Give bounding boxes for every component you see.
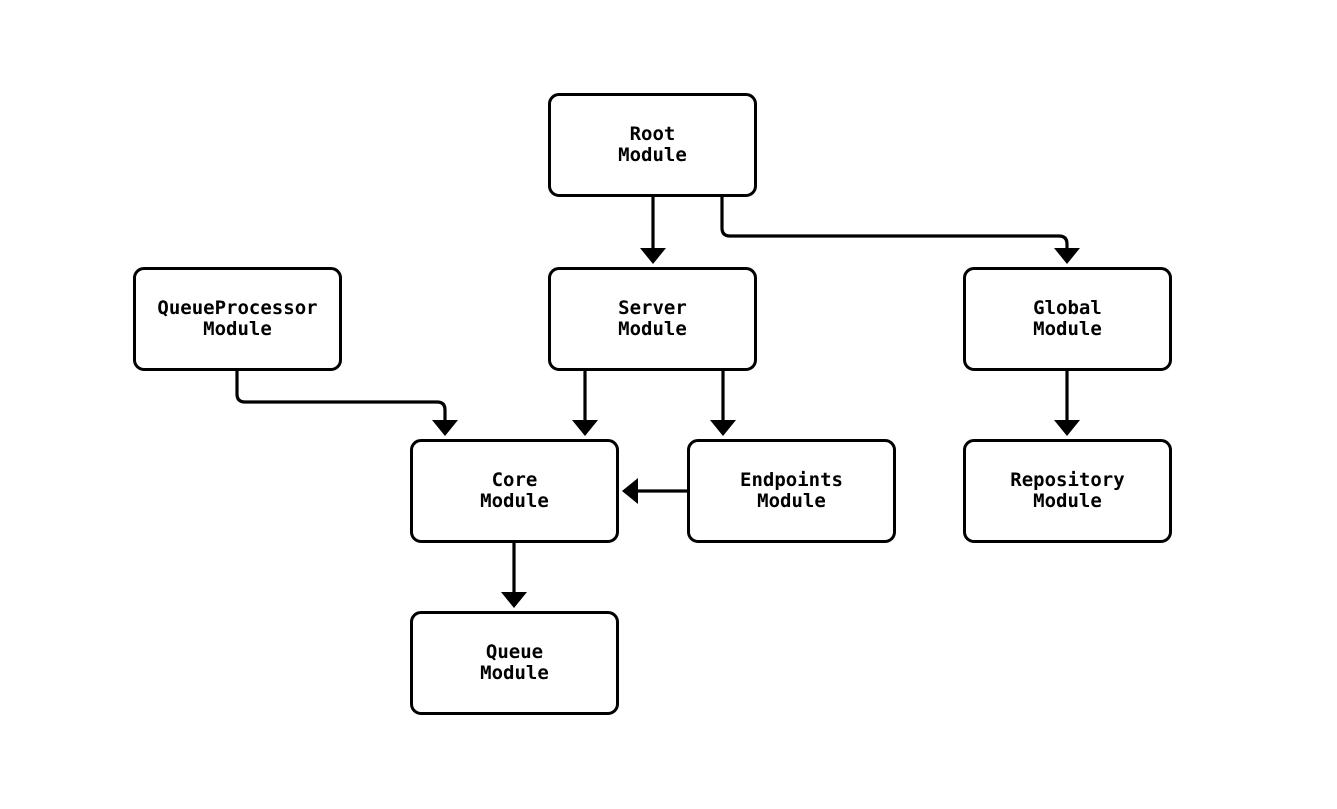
edge-root-to-global (720, 197, 1080, 264)
node-queue-module: Queue Module (410, 611, 619, 715)
node-root-module: Root Module (548, 93, 757, 197)
node-global-module: Global Module (963, 267, 1172, 371)
edge-queueprocessor-to-core (235, 371, 458, 436)
node-repository-module: Repository Module (963, 439, 1172, 543)
node-server-module: Server Module (548, 267, 757, 371)
node-endpoints-module: Endpoints Module (687, 439, 896, 543)
node-queueprocessor-module: QueueProcessor Module (133, 267, 342, 371)
node-core-module: Core Module (410, 439, 619, 543)
